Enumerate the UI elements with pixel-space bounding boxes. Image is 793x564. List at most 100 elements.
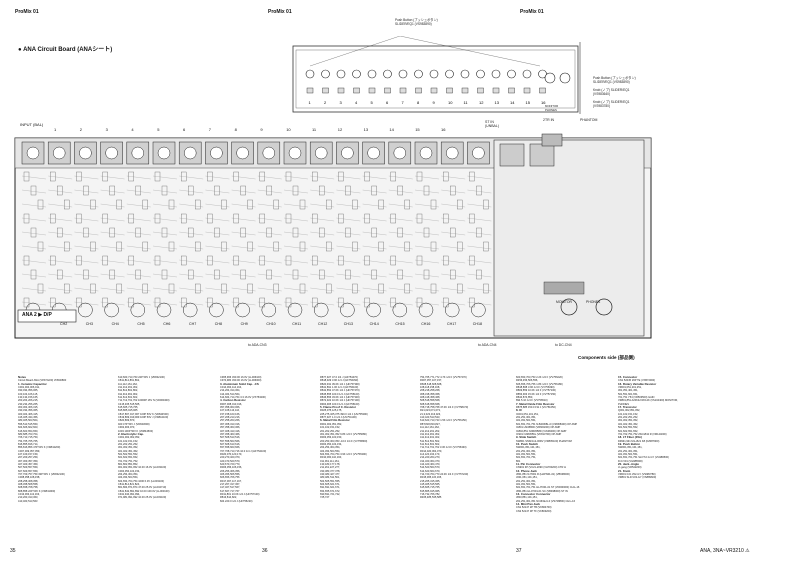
knob-panel-channel: 1 [305,69,315,105]
parts-list-line: 601,602,651,652, [118,456,139,460]
phones-label: PHONES [586,300,601,304]
knob-panel-channel: 5 [367,69,377,105]
pcb-channel-strip [283,141,309,318]
pcb-channel-strip [47,141,73,318]
parts-list-line: 690,691,721,722, [320,493,341,497]
parts-list-line: 611,612,661,662, [420,442,440,446]
parts-list-line: 17. Transistor [618,405,637,410]
parts-list-line: IC801 LM4580D (VR660200) OP AMP [516,426,561,430]
pcb-channel-strip [178,141,204,318]
parts-list-line: VR001 D.D.V02-GY (VS983780) [618,472,656,476]
parts-list-line: 901,902,951,952 10.00 16.0V (LL003100) [118,466,167,470]
channel-label: CH10 [266,322,276,326]
parts-list-line: R8T,818,819,827, [420,422,441,426]
channel-label: CH14 [369,322,379,326]
pcb-channel-strip [440,141,466,318]
parts-list-line: 201,202,251,252, [118,442,139,446]
parts-list-line: 413,463,513,563 [18,499,38,503]
parts-list-line: 604,605,621,671, [320,483,341,486]
parts-list-line: C008,058,108,158, [18,476,41,480]
knob-panel-channel: 10 [445,69,454,105]
parts-list-line: 601,602,651,652, [618,429,639,433]
parts-list-line: 815,865,915,965, [420,489,441,493]
pcb-channel-strip [100,141,125,318]
parts-list-line: 711,712,761,762 10000P 16V N (VD960400) [118,399,170,403]
parts-list-line: 511,512,561,562, [420,439,440,443]
page-number-left: 35 [10,548,16,554]
parts-list-line: IC901 NJM4556L (VK813700) OP AMP [516,432,562,436]
parts-list-line: C811,814,821,824, [118,483,140,486]
connector-label-dc-cn4: to DC-CN4 [555,343,572,347]
parts-list-line: R017,067,117,167, [220,479,242,483]
input-number: 2 [79,127,83,132]
parts-list-line: C817,867,917,967 100P 50V K (VD844500) [118,412,169,416]
parts-list-line: 415,465,515,565, [420,483,441,486]
parts-list-line: 613,663,713,763 22P 50V J (VD842100) [118,376,165,379]
parts-list-line: R014,020,064,070, [420,449,443,453]
parts-list-line: 333,334,356,365, [18,409,39,413]
parts-list-line: 507,508,513,516, [220,436,241,440]
parts-list-line: 403,404,406,415, [18,412,39,416]
parts-list-line: 401,402,451,452, [118,449,139,453]
parts-list-line: 301,351,401,451, [618,389,639,393]
pcb-drawing [14,133,652,339]
parts-list-line: C004,054,104,154, [118,469,141,473]
parts-list-line: 417,467,517,567, [220,486,241,490]
parts-list-line: 894 5.1K 1/4 F (VV756510) [516,399,548,403]
knob-channel-number: 9 [433,100,436,105]
parts-list-line: 225,275,325,375 390.0 1/4 J (HV755390) [320,412,368,416]
input-number: 9 [260,127,263,132]
parts-list-line: 307,309,357,359, [18,459,39,463]
connector-label-ada-cn4: to ADA-CN4 [478,343,497,347]
channel-label: CH13 [343,322,353,326]
parts-list-line: IC802,851 NJM4558D (VJ648400) OP AMP [516,429,567,433]
parts-list-line: 501,502,551,552, [118,452,139,456]
parts-list-col5: 754,765,771,772 4.7K 1/4 F (VV757470)R00… [420,376,516,500]
parts-list-line: 654,655,671,672, [320,489,341,493]
parts-list-line: C902,903,973, [118,426,136,430]
knob-panel-channel: 13 [491,69,501,105]
parts-list-line: VR801 SLD.V03-GY (VS889600) [618,476,657,480]
parts-list-line: 208,218,258,268, [420,389,441,393]
parts-list-line: 10. Push Switch [516,441,539,446]
parts-list-line: R465,485,535,585 [420,496,442,500]
parts-list-line: C820,869,870, [118,419,136,423]
pcb-channel-strip [74,141,99,318]
parts-list-line: 617,667,717,767 [220,489,240,493]
parts-list-line: 333,383,377,378, [320,469,341,473]
parts-list-line: 414,464,514,564, [220,392,241,396]
knob-channel-number: 7 [402,100,405,105]
parts-list-col6: 603,653,703,753 2.2K 1/4 F (VV756220)R45… [516,376,614,536]
pcb-channel-strip [205,141,230,318]
parts-list-line: 620,670,720,770, [220,462,241,466]
parts-list-line: 204,254,304,354, [118,472,139,476]
parts-list-line: 201,251,301,351 NC3FAH1-0 (VS728800) CH1… [516,499,576,503]
parts-list-line: Jr-gang (VR542200) [618,466,642,470]
parts-list-line: 601,651,701,751 SLOT-F.G.GY (VG986500) [618,456,669,460]
knob-panel-channel: 4 [352,69,361,105]
parts-list-line: 708,718,758,768 47.0K 1/4 F (VV758470) [420,406,469,410]
parts-list-line: 701,751 Y54 (VR503500) GAIN [618,396,655,400]
parts-list-line: 616,603,654,650, [18,429,39,433]
parts-list-line: 514,520,564,570, [420,466,441,470]
parts-list-line: 201,202,251,252, [618,416,639,420]
components-side-label: Components side (部品側) [578,355,635,360]
parts-list-line: PHONES [618,402,629,406]
knob-channel-number: 1 [309,100,312,105]
knob-panel-channel: 9 [429,69,439,105]
parts-list-line: 108,118,158,168, [420,386,440,390]
parts-list-line: 404,454,504,554, [118,476,139,480]
parts-list-line: 604,606,602,603, [18,426,39,430]
knob-panel-channel: 14 [507,69,516,105]
parts-list-line: 5. Flame Proof C. Resistor [320,405,356,410]
parts-list-line: 220,270,320,370, [220,456,241,460]
parts-list-line: 608,618,658,668, [420,402,441,406]
parts-list-line: R904,905 100.0 1/4 J (HF755100) [320,402,360,406]
pcb-channel-strip [257,141,282,318]
parts-list-line: 19. Push Button [618,441,641,446]
pcb-channel-strip [126,141,151,318]
parts-list-line: R003,053,103,153, [320,436,343,440]
